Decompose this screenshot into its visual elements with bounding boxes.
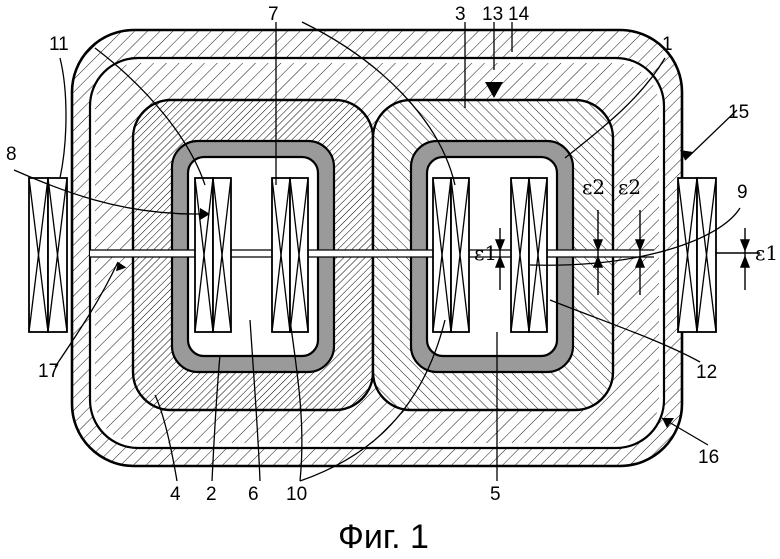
air-gap (90, 249, 654, 258)
callout-11: 11 (49, 34, 69, 55)
callout-15: 15 (728, 102, 749, 123)
callout-7: 7 (268, 4, 279, 25)
gap-label-eps2-inner: ε2 (582, 175, 605, 199)
winding-right-inner-b (510, 177, 548, 333)
callout-12: 12 (696, 362, 717, 383)
gap-label-eps1-inner: ε1 (474, 241, 497, 265)
gap-label-eps2-outer: ε2 (618, 175, 641, 199)
callout-13: 13 (482, 4, 503, 25)
leader-arrowheads (116, 82, 693, 428)
winding-left-inner-a (194, 177, 232, 333)
callout-16: 16 (698, 447, 719, 468)
winding-outer-right (677, 177, 717, 333)
figure-caption: Фиг. 1 (338, 518, 429, 556)
callout-5: 5 (490, 484, 501, 505)
winding-outer-left (28, 177, 68, 333)
winding-left-inner-b (271, 177, 309, 333)
callout-4: 4 (170, 484, 181, 505)
leader-lines (13, 21, 741, 482)
callout-9: 9 (737, 182, 748, 203)
callout-8: 8 (6, 144, 17, 165)
callout-3: 3 (455, 4, 466, 25)
callout-14: 14 (508, 4, 530, 25)
callout-2: 2 (206, 484, 217, 505)
callout-17: 17 (38, 361, 59, 382)
gap-dimension-marks (494, 210, 760, 295)
winding-right-inner-a (432, 177, 470, 333)
callout-6: 6 (248, 484, 259, 505)
callout-1: 1 (662, 34, 673, 55)
callout-10: 10 (286, 484, 307, 505)
gap-label-eps1-outer: ε1 (755, 241, 778, 265)
